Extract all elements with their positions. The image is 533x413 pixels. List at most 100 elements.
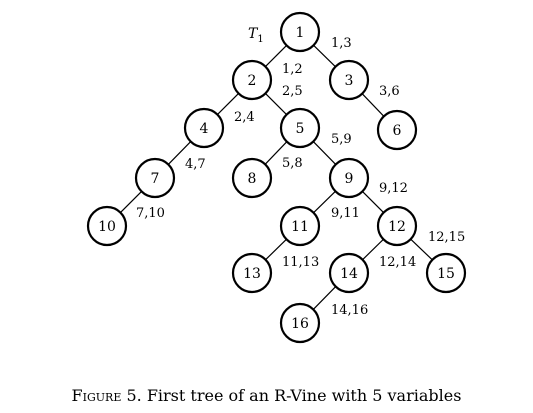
node-label: 3 (345, 73, 354, 89)
edge-11-13: 11,13 (265, 238, 319, 270)
edge-label: 5,9 (331, 132, 352, 147)
node-label: 9 (345, 171, 354, 187)
edge-1-2: 1,2 (265, 45, 303, 77)
node-label: 5 (296, 121, 305, 137)
edge-line (264, 141, 288, 165)
node-11: 11 (279, 205, 321, 247)
figure-caption: Figure 5. First tree of an R-Vine with 5… (0, 386, 533, 405)
node-label: 7 (151, 171, 160, 187)
node-circle (231, 59, 273, 101)
edge-label: 3,6 (379, 84, 400, 99)
caption-text: First tree of an R-Vine with 5 variables (146, 386, 462, 405)
node-12: 12 (376, 205, 418, 247)
node-13: 13 (231, 252, 273, 294)
node-6: 6 (376, 109, 418, 151)
node-2: 2 (231, 59, 273, 101)
edge-line (362, 238, 384, 261)
edge-label: 12,15 (428, 230, 465, 245)
edge-label: 2,4 (234, 110, 255, 125)
node-10: 10 (86, 205, 128, 247)
node-4: 4 (183, 107, 225, 149)
edge-label: 5,8 (282, 156, 303, 171)
edge-line (265, 45, 287, 67)
edge-5-9: 5,9 (312, 132, 352, 165)
edge-label: 12,14 (379, 255, 416, 270)
edge-label: 14,16 (331, 303, 368, 318)
edge-line (312, 141, 337, 165)
edge-9-11: 9,11 (313, 190, 360, 221)
node-16: 16 (279, 302, 321, 344)
edge-label: 9,11 (331, 206, 360, 221)
edge-line (265, 238, 287, 261)
node-label: 2 (248, 73, 257, 89)
node-circle (231, 157, 273, 199)
node-7: 7 (134, 157, 176, 199)
edge-line (313, 190, 336, 214)
node-15: 15 (425, 252, 467, 294)
node-circle (134, 157, 176, 199)
node-label: 10 (98, 219, 116, 235)
edge-label: 1,2 (282, 62, 303, 77)
node-circle (279, 11, 321, 53)
edge-label: 2,5 (282, 84, 303, 99)
edge-12-15: 12,15 (410, 230, 465, 261)
edge-line (362, 191, 384, 213)
node-circle (328, 59, 370, 101)
edge-label: 1,3 (331, 36, 352, 51)
edge-label: 11,13 (282, 255, 319, 270)
node-5: 5 (279, 107, 321, 149)
node-circle (376, 205, 418, 247)
edge-label: 4,7 (185, 157, 206, 172)
edge-line (167, 141, 192, 165)
node-8: 8 (231, 157, 273, 199)
edge-12-14: 12,14 (362, 238, 416, 270)
edges-layer: 1,2 1,3 2,4 2,5 3,6 4,7 5,8 5,9 7,10 9,11 9,12 11,1… (120, 36, 465, 318)
edge-3-6: 3,6 (361, 84, 400, 117)
node-circle (279, 302, 321, 344)
caption-figure-number: Figure 5. (71, 386, 142, 405)
node-label: 15 (437, 266, 455, 282)
edge-line (120, 191, 142, 213)
node-label: 11 (291, 219, 309, 235)
node-circle (328, 252, 370, 294)
edge-14-16: 14,16 (312, 286, 368, 318)
edge-9-12: 9,12 (362, 181, 408, 213)
edge-line (312, 286, 337, 310)
tree-label: T1 (248, 26, 264, 45)
edge-line (217, 93, 239, 115)
node-circle (425, 252, 467, 294)
edge-label: 9,12 (379, 181, 408, 196)
edge-line (313, 44, 336, 68)
node-label: 8 (248, 171, 257, 187)
edge-4-7: 4,7 (167, 141, 206, 172)
edge-line (361, 93, 385, 117)
node-circle (86, 205, 128, 247)
node-label: 14 (340, 266, 358, 282)
node-circle (183, 107, 225, 149)
node-circle (376, 109, 418, 151)
node-circle (279, 107, 321, 149)
edge-line (410, 238, 433, 261)
rvine-tree-diagram: 1,2 1,3 2,4 2,5 3,6 4,7 5,8 5,9 7,10 9,11 9,12 11,1… (86, 11, 467, 344)
edge-label: 7,10 (136, 206, 165, 221)
edge-2-5: 2,5 (265, 84, 303, 115)
node-label: 6 (393, 123, 402, 139)
node-label: 4 (200, 121, 209, 137)
node-circle (328, 157, 370, 199)
node-3: 3 (328, 59, 370, 101)
node-label: 12 (388, 219, 406, 235)
node-label: 1 (296, 25, 305, 41)
node-14: 14 (328, 252, 370, 294)
node-circle (231, 252, 273, 294)
node-label: 16 (291, 316, 309, 332)
edge-7-10: 7,10 (120, 191, 165, 221)
node-9: 9 (328, 157, 370, 199)
edge-1-3: 1,3 (313, 36, 352, 68)
node-label: 13 (243, 266, 261, 282)
edge-2-4: 2,4 (217, 93, 255, 125)
node-1: 1 (279, 11, 321, 53)
edge-5-8: 5,8 (264, 141, 303, 171)
node-circle (279, 205, 321, 247)
edge-line (265, 93, 287, 115)
